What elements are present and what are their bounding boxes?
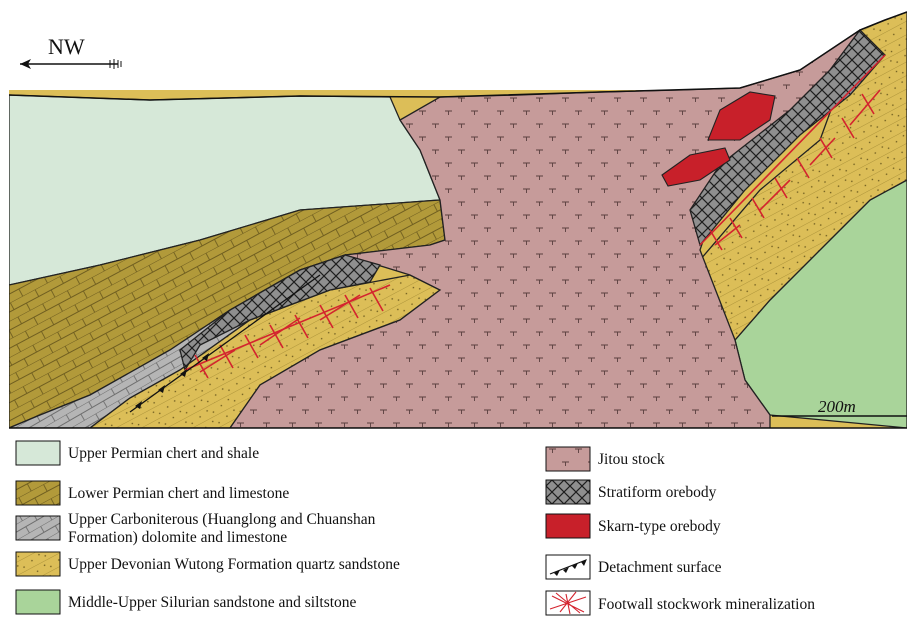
- legend-label-silurian: Middle-Upper Silurian sandstone and silt…: [68, 594, 357, 611]
- legend-swatch-skarn-orebody: [546, 514, 590, 538]
- north-arrow-label: NW: [48, 34, 85, 59]
- legend-swatch-stratiform-orebody: [546, 480, 590, 504]
- legend-label-carboniferous-line1: Upper Carboniterous (Huanglong and Chuan…: [68, 511, 376, 528]
- legend: Upper Permian chert and shale Lower Perm…: [16, 441, 815, 615]
- legend-label-lower-permian: Lower Permian chert and limestone: [68, 485, 289, 502]
- legend-swatch-carboniferous: [16, 516, 60, 540]
- north-arrow: NW: [20, 34, 121, 69]
- legend-label-jitou-stock: Jitou stock: [598, 451, 665, 468]
- legend-label-upper-permian: Upper Permian chert and shale: [68, 445, 259, 462]
- legend-label-carboniferous-line2: Formation) dolomite and limestone: [68, 529, 287, 546]
- legend-label-stockwork: Footwall stockwork mineralization: [598, 596, 815, 613]
- section-body: [9, 12, 907, 428]
- legend-swatch-jitou-stock: [546, 447, 590, 471]
- legend-swatch-upper-permian: [16, 441, 60, 465]
- legend-label-detachment-surface: Detachment surface: [598, 559, 722, 576]
- legend-swatch-devonian: [16, 552, 60, 576]
- legend-label-skarn-orebody: Skarn-type orebody: [598, 518, 721, 535]
- scale-bar-label: 200m: [818, 397, 856, 416]
- legend-label-stratiform-orebody: Stratiform orebody: [598, 484, 717, 501]
- legend-swatch-lower-permian: [16, 481, 60, 505]
- legend-swatch-silurian: [16, 590, 60, 614]
- legend-label-devonian: Upper Devonian Wutong Formation quartz s…: [68, 556, 400, 573]
